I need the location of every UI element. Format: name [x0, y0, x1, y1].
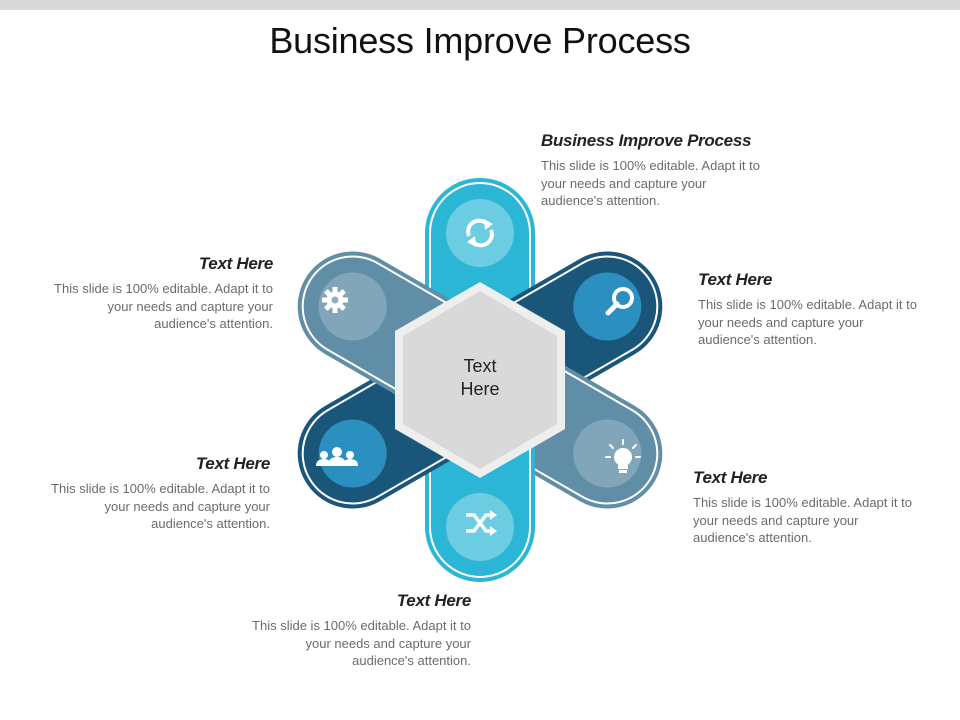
- team-icon: [316, 447, 358, 466]
- top-bar: [0, 0, 960, 10]
- block-heading: Text Here: [698, 270, 773, 289]
- slide-title: Business Improve Process: [269, 20, 691, 61]
- text-block-bottom-right: Text Here This slide is 100% editable. A…: [693, 468, 921, 547]
- text-block-top-left: Text Here This slide is 100% editable. A…: [45, 254, 273, 333]
- block-heading: Business Improve Process: [541, 131, 752, 150]
- block-body: This slide is 100% editable. Adapt it to…: [693, 495, 912, 545]
- text-block-bottom: Text Here This slide is 100% editable. A…: [243, 591, 471, 670]
- block-heading: Text Here: [396, 591, 471, 610]
- shuffle-icon: [466, 510, 497, 536]
- center-label-line2: Here: [460, 379, 500, 399]
- block-heading: Text Here: [693, 468, 768, 487]
- block-body: This slide is 100% editable. Adapt it to…: [698, 297, 917, 347]
- gear-icon: [322, 287, 348, 313]
- center-label-line1: Text: [463, 356, 497, 376]
- text-block-top: Business Improve Process This slide is 1…: [541, 131, 791, 210]
- block-heading: Text Here: [198, 254, 273, 273]
- refresh-icon: [466, 218, 494, 248]
- block-body: This slide is 100% editable. Adapt it to…: [541, 158, 760, 208]
- block-body: This slide is 100% editable. Adapt it to…: [252, 618, 471, 668]
- text-block-top-right: Text Here This slide is 100% editable. A…: [698, 270, 926, 349]
- center-label: Text Here: [430, 355, 530, 401]
- text-block-bottom-left: Text Here This slide is 100% editable. A…: [42, 454, 270, 533]
- block-body: This slide is 100% editable. Adapt it to…: [54, 281, 273, 331]
- block-body: This slide is 100% editable. Adapt it to…: [51, 481, 270, 531]
- lightbulb-icon: [605, 439, 641, 473]
- block-heading: Text Here: [195, 454, 270, 473]
- search-icon: [605, 287, 634, 316]
